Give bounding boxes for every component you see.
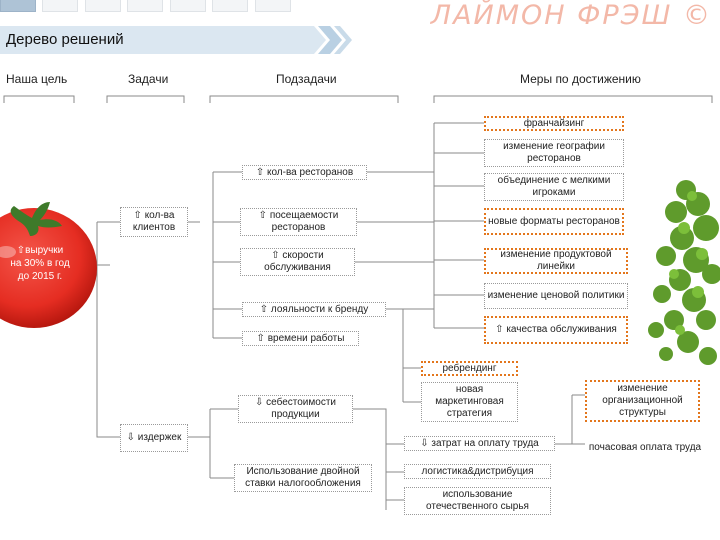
column-header-tasks: Задачи	[128, 72, 169, 86]
column-header-goal: Наша цель	[6, 72, 68, 86]
parsley-image	[648, 180, 720, 365]
page-title: Дерево решений	[6, 31, 124, 48]
subtask-restaurants: ⇧ кол-ва ресторанов	[242, 165, 367, 180]
subtask-double-tax: Использование двойной ставки налогооблож…	[234, 464, 372, 492]
measure-rebranding: ребрендинг	[421, 361, 518, 376]
measure-product-line: изменение продуктовой линейки	[484, 248, 628, 274]
subtask-hours: ⇧ времени работы	[242, 331, 359, 346]
brand-logo: ЛАЙМОН ФРЭШ ©	[430, 0, 712, 31]
nav-tab-4[interactable]	[127, 0, 163, 12]
subtask-attendance: ⇧ посещаемости ресторанов	[240, 208, 357, 236]
task-clients: ⇧ кол-ва клиентов	[120, 207, 188, 237]
task-costs: ⇩ издержек	[120, 424, 188, 452]
measure-org-structure: изменение организационной структуры	[585, 380, 700, 422]
measure-marketing: новая маркетинговая стратегия	[421, 382, 518, 422]
nav-tab-6[interactable]	[212, 0, 248, 12]
nav-tab-1[interactable]	[0, 0, 36, 12]
measure-domestic-raw: использование отечественного сырья	[404, 487, 551, 515]
measure-new-formats: новые форматы ресторанов	[484, 208, 624, 235]
measure-labor-costs: ⇩ затрат на оплату труда	[404, 436, 555, 451]
goal-node: ⇧выручки на 30% в год до 2015 г.	[10, 245, 70, 282]
nav-tab-5[interactable]	[170, 0, 206, 12]
subtask-cost-price: ⇩ себестоимости продукции	[238, 395, 353, 423]
measure-merger: объединение с мелкими игроками	[484, 173, 624, 201]
measure-hourly-pay: почасовая оплата труда	[588, 442, 702, 453]
measure-geography: изменение географии ресторанов	[484, 139, 624, 167]
measure-franchising: франчайзинг	[484, 116, 624, 131]
nav-tab-3[interactable]	[85, 0, 121, 12]
tomato-image	[0, 202, 97, 328]
title-banner-arrow	[0, 26, 352, 54]
nav-tab-7[interactable]	[255, 0, 291, 12]
column-header-measures: Меры по достижению	[520, 72, 641, 86]
subtask-service-speed: ⇧ скорости обслуживания	[240, 248, 355, 276]
column-header-subtasks: Подзадачи	[276, 72, 337, 86]
measure-price-policy: изменение ценовой политики	[484, 283, 628, 309]
subtask-loyalty: ⇧ лояльности к бренду	[242, 302, 386, 317]
measure-service-quality: ⇧ качества обслуживания	[484, 316, 628, 344]
measure-logistics: логистика&дистрибуция	[404, 464, 551, 479]
nav-tab-2[interactable]	[42, 0, 78, 12]
